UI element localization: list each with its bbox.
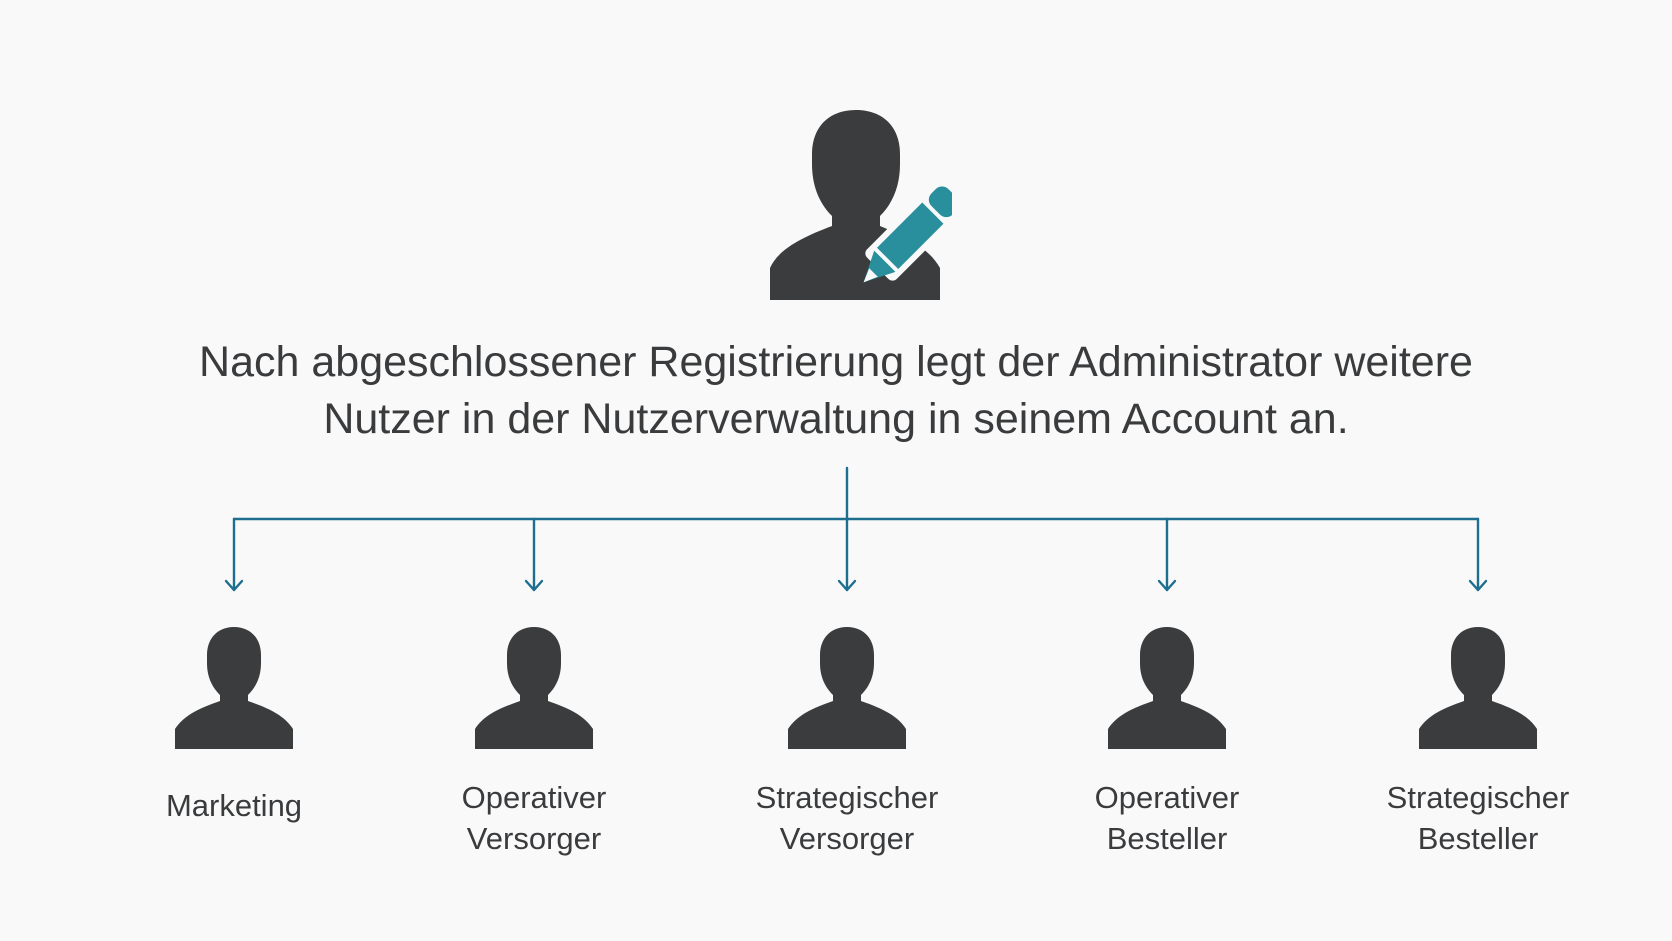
arrowhead-4 bbox=[1157, 579, 1177, 592]
role-label-line-2: Besteller bbox=[1417, 821, 1539, 856]
user-icon bbox=[788, 627, 906, 749]
role-label-operativer-versorger: Operativer Versorger bbox=[404, 777, 664, 859]
role-label-line-1: Operativer bbox=[1094, 780, 1240, 815]
role-label-strategischer-versorger: Strategischer Versorger bbox=[717, 777, 977, 859]
pencil-icon bbox=[863, 176, 952, 283]
arrowhead-3 bbox=[837, 579, 857, 592]
role-label-line-2: Versorger bbox=[779, 821, 915, 856]
user-icon bbox=[175, 627, 293, 749]
user-icon bbox=[1419, 627, 1537, 749]
user-icon bbox=[1108, 627, 1226, 749]
role-label-line-1: Strategischer bbox=[1386, 780, 1570, 815]
admin-user-edit-icon bbox=[770, 110, 952, 300]
role-label-line-2: Versorger bbox=[466, 821, 602, 856]
user-icon bbox=[475, 627, 593, 749]
role-label-operativer-besteller: Operativer Besteller bbox=[1037, 777, 1297, 859]
headline: Nach abgeschlossener Registrierung legt … bbox=[100, 334, 1572, 448]
role-label-line-1: Operativer bbox=[461, 780, 607, 815]
role-label-line-2: Besteller bbox=[1106, 821, 1228, 856]
role-label-line-1: Strategischer bbox=[755, 780, 939, 815]
role-label-marketing: Marketing bbox=[104, 785, 364, 826]
role-label-line-1: Marketing bbox=[165, 788, 303, 823]
arrowhead-1 bbox=[224, 579, 244, 592]
headline-line-1: Nach abgeschlossener Registrierung legt … bbox=[199, 338, 1473, 386]
arrowhead-2 bbox=[524, 579, 544, 592]
role-label-strategischer-besteller: Strategischer Besteller bbox=[1348, 777, 1608, 859]
arrowhead-5 bbox=[1468, 579, 1488, 592]
headline-line-2: Nutzer in der Nutzerverwaltung in seinem… bbox=[323, 395, 1349, 443]
